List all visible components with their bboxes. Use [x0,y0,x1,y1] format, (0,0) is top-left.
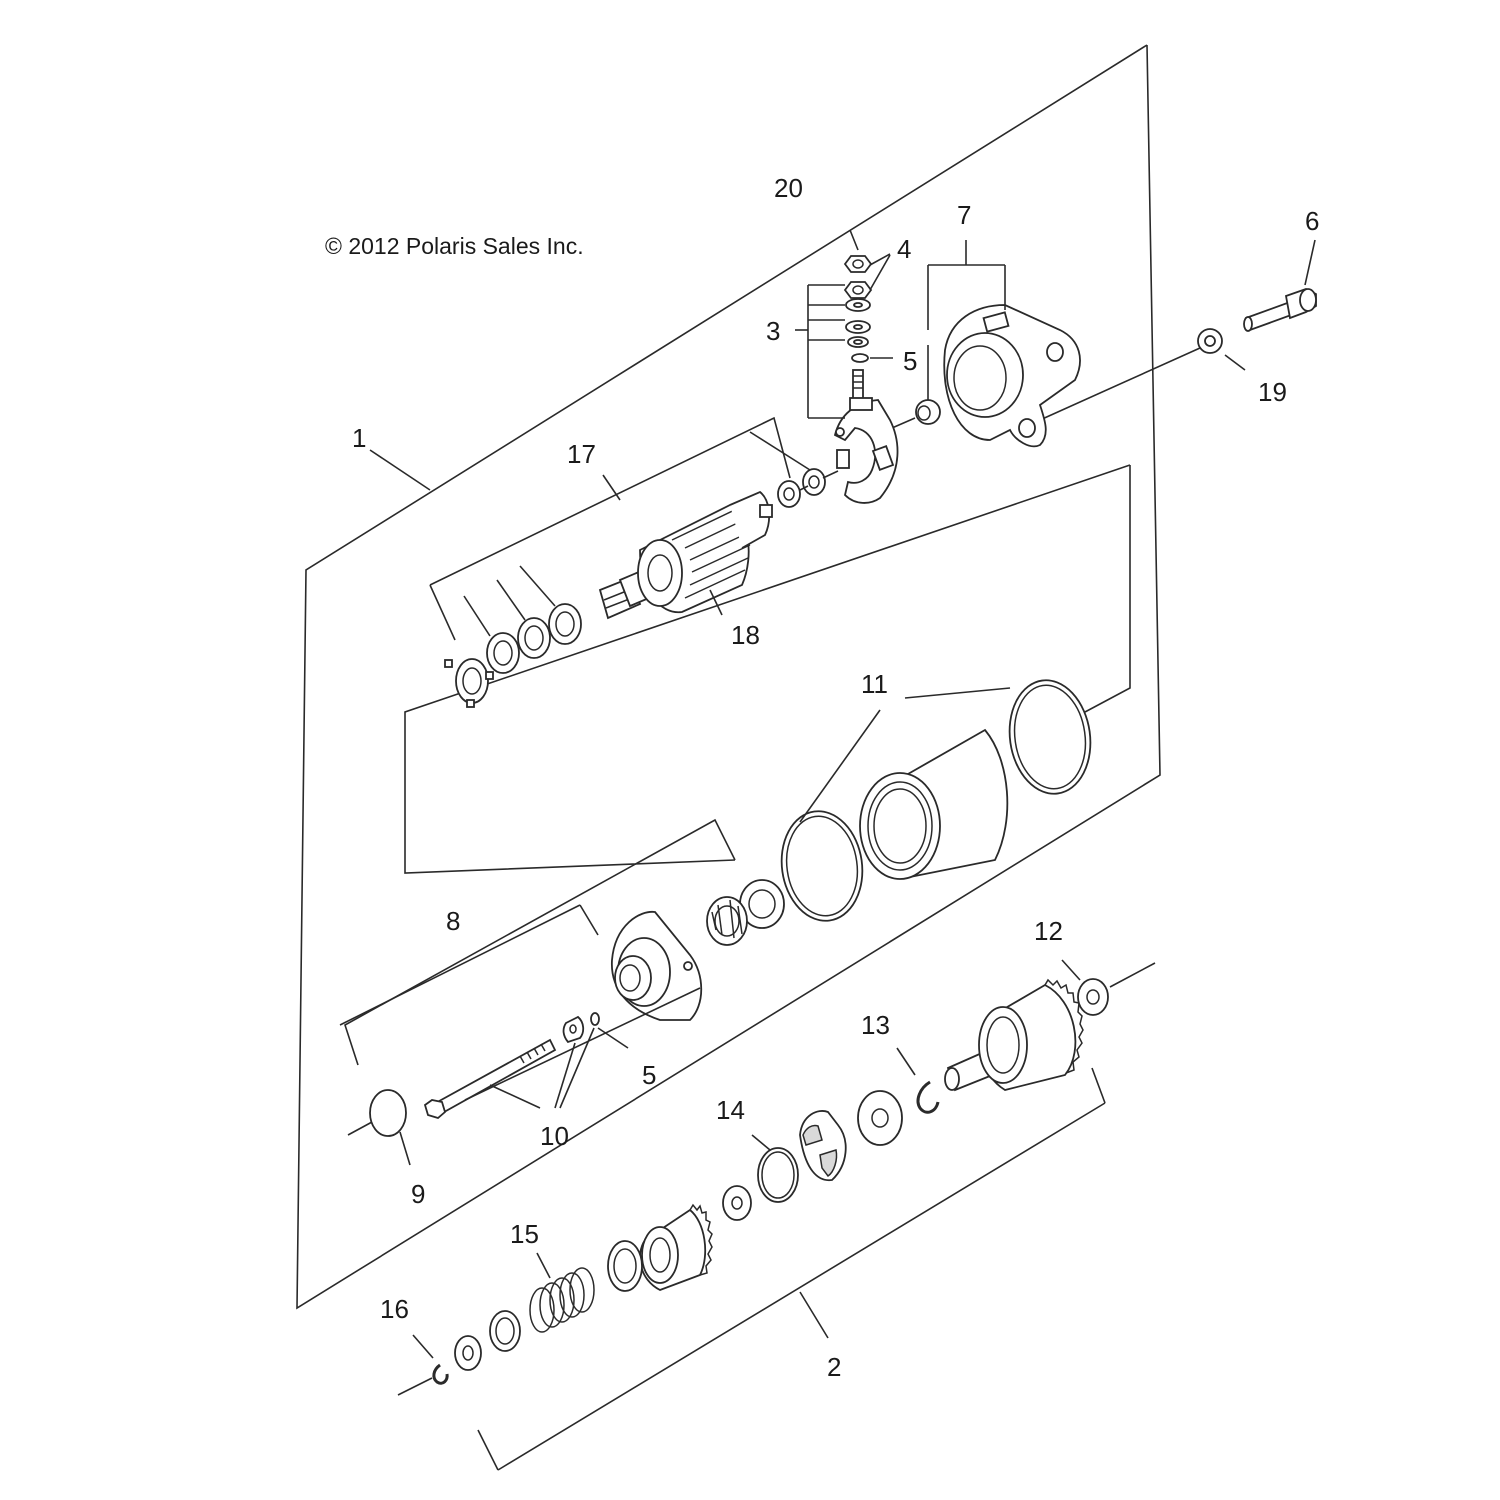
callout-5-bottom-label: 5 [642,1060,656,1090]
o-ring-5-top-part [851,353,869,363]
washer-19-part [1197,328,1223,354]
through-bolt-10-part [423,1038,557,1120]
callout-15-label: 15 [510,1219,539,1249]
callout-9-label: 9 [411,1179,425,1209]
terminal-bolt-part [852,369,864,401]
ring-14-part [757,1147,799,1203]
washer-stack-3-part [845,298,871,348]
callout-6-label: 6 [1305,206,1319,236]
callout-17-label: 17 [567,439,596,469]
callout-8-bracket [339,904,599,1026]
callout-17-bracket [429,416,811,586]
plate-9-part [369,1089,407,1137]
bolt-6-part [1243,288,1317,332]
armature-washers-rear-part [777,468,826,508]
callout-17-leader [602,474,621,501]
armature-washers-front-part [486,603,582,674]
callout-front-washers-bracket [429,565,556,641]
callout-3-bracket [795,284,845,419]
o-ring-5-bottom-part [590,1012,600,1026]
callout-7-bracket [927,240,1006,400]
callout-18-label: 18 [731,620,760,650]
yoke-housing-part [859,728,1009,880]
callout-14-label: 14 [716,1095,745,1125]
callout-10-label: 10 [540,1121,569,1151]
snap-ring-16-part [432,1363,449,1385]
small-washer-part [722,1185,752,1221]
brush-plate-part [833,397,899,504]
spring-retainer-part [489,1310,521,1352]
pinion-shaft-part [944,978,1084,1092]
callout-4-label: 4 [897,234,911,264]
callout-16-label: 16 [380,1294,409,1324]
callout-11-leaders [799,687,1011,823]
callout-11-label: 11 [861,669,888,699]
lock-plate-part [444,658,494,708]
clip-10-part [562,1015,585,1044]
callout-12-label: 12 [1034,916,1063,946]
overrunning-clutch-part [639,1203,713,1291]
callout-7-label: 7 [957,200,971,230]
callout-19-leader [1224,354,1246,371]
copyright-text: © 2012 Polaris Sales Inc. [325,233,584,259]
o-ring-11-front-part [780,810,864,922]
nut-20-part [843,255,873,273]
assembly-boundary-outline [296,44,1161,1310]
o-ring-11-rear-part [1008,679,1092,795]
snap-ring-13-part [916,1080,940,1114]
callout-1-leader [369,449,431,491]
thrust-washer-part [857,1090,903,1146]
washer-16-side-part [454,1335,482,1371]
callout-20-label: 20 [774,173,803,203]
needle-bearing-part [706,896,748,946]
end-cover-7-part [943,304,1081,448]
callout-19-label: 19 [1258,377,1287,407]
callout-3-label: 3 [766,316,780,346]
housing-group-outline [344,464,1131,1066]
callout-6-leader [1304,239,1316,286]
callout-2-bracket [477,1067,1106,1471]
callout-8-label: 8 [446,906,460,936]
callout-5-top-label: 5 [903,346,917,376]
callout-2-label: 2 [827,1352,841,1382]
spring-15-part [529,1267,595,1333]
bushing-part [915,399,941,425]
armature-18-part [598,490,773,620]
split-collar-part [799,1110,847,1182]
nut-4-part [843,281,873,299]
washer-12-part [1077,978,1109,1016]
collar-part [607,1240,643,1292]
drive-housing-8-part [611,911,703,1021]
callout-13-label: 13 [861,1010,890,1040]
callout-1-label: 1 [352,423,366,453]
